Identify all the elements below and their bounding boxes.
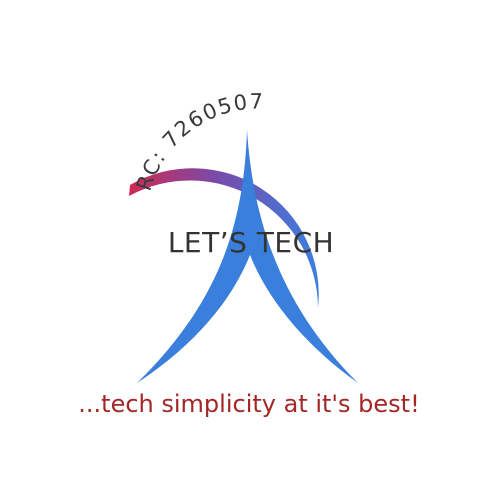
outer-arc-ring [129, 168, 319, 308]
tagline: ...tech simplicity at it's best! [78, 390, 420, 418]
tower-arc-icon [137, 130, 358, 383]
brand-name: LET’S TECH [167, 226, 335, 259]
